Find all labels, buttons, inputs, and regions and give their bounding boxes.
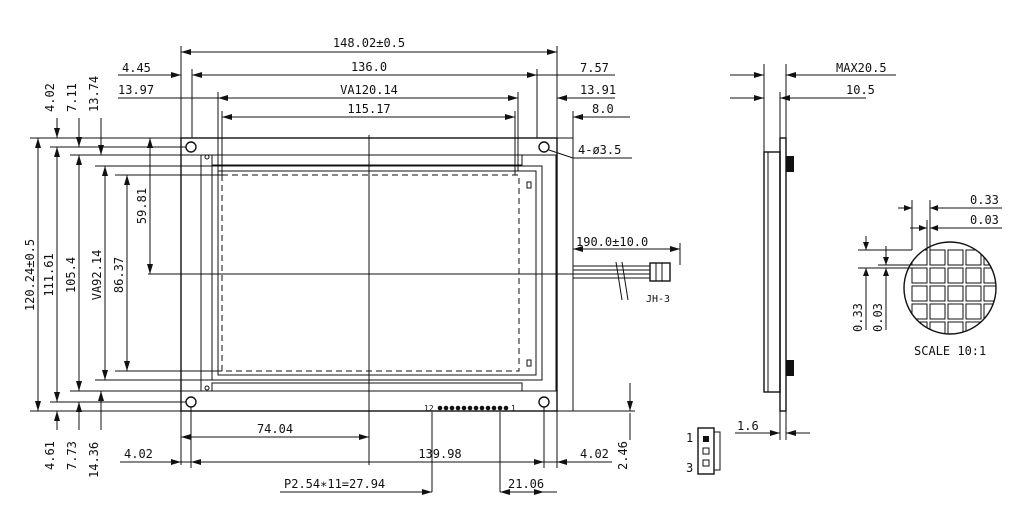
dim-pcb-height: 111.61: [42, 253, 56, 296]
pin-label-right: 1: [511, 404, 516, 413]
dim-cable-length: 190.0±10.0: [576, 235, 648, 249]
dim-overall-height: 120.24±0.5: [23, 239, 37, 311]
dim-dot-size: 0.33: [970, 193, 999, 207]
dim-aa-height: 86.37: [112, 257, 126, 293]
front-view: 12 1 JH-3: [23, 36, 681, 495]
marker-dot-bottom: [204, 385, 210, 391]
dim-left-offset-1: 4.45: [122, 61, 151, 75]
side-component-bottom: [786, 360, 794, 376]
dim-bottom-hole-right: 4.02: [580, 447, 609, 461]
dim-top-left-2: 7.11: [65, 83, 79, 112]
lcd-frame: [200, 154, 557, 392]
lcd-glass: [211, 165, 543, 381]
side-view: [730, 64, 896, 440]
marker-dot-top: [204, 154, 210, 160]
bottom-strip: [211, 382, 523, 392]
left-dimensions: [30, 118, 222, 430]
dim-left-offset-2: 13.97: [118, 83, 154, 97]
pixel-detail: [858, 200, 1002, 335]
dim-v-dot-gap: 0.03: [871, 303, 885, 332]
dim-bottom-hole-left: 4.02: [124, 447, 153, 461]
dim-v-dot-size: 0.33: [851, 303, 865, 332]
dim-right-offset-2: 13.91: [580, 83, 616, 97]
dim-overall-width: 148.02±0.5: [333, 36, 405, 50]
magnifier-circle: [903, 241, 997, 335]
dim-pin-pitch: P2.54∗11=27.94: [284, 477, 385, 491]
dim-pin-offset: 21.06: [508, 477, 544, 491]
dim-frame-height: 105.4: [64, 257, 78, 293]
connector-pin-1: 1: [686, 431, 693, 445]
dim-va-width: VA120.14: [340, 83, 398, 97]
dim-pcb-thickness: 1.6: [737, 419, 759, 433]
side-lcd-body: [763, 151, 781, 393]
connector-pin-3: 3: [686, 461, 693, 475]
dim-bottom-left-1: 4.61: [43, 441, 57, 470]
top-strip: [211, 154, 523, 166]
top-dimensions: [118, 46, 632, 175]
side-component-top: [786, 156, 794, 172]
dim-right-offset-3: 8.0: [592, 102, 614, 116]
bottom-dimensions: [120, 383, 635, 495]
dim-center-height: 59.81: [135, 188, 149, 224]
mount-hole-bl: [185, 396, 197, 408]
connector-detail: [697, 427, 721, 475]
mount-hole-br: [538, 396, 550, 408]
cable: [573, 261, 671, 301]
dim-pcb-width: 136.0: [351, 60, 387, 74]
pin-header: [437, 405, 509, 411]
dim-bottom-left-2: 7.73: [65, 441, 79, 470]
viewing-area: [217, 170, 537, 376]
dim-thickness: 10.5: [846, 83, 875, 97]
marker-bottom: [526, 359, 532, 367]
dim-bottom-left-3: 14.36: [87, 442, 101, 478]
dim-aa-width: 115.17: [347, 102, 390, 116]
scale-label: SCALE 10:1: [914, 344, 986, 358]
dim-right-offset-1: 7.57: [580, 61, 609, 75]
connector-name: JH-3: [646, 294, 670, 305]
dim-top-left-3: 13.74: [87, 76, 101, 112]
dim-hole-span: 139.98: [418, 447, 461, 461]
dim-bottom-right-v: 2.46: [616, 441, 630, 470]
marker-top: [526, 181, 532, 189]
dim-va-height: VA92.14: [90, 250, 104, 301]
dim-top-left-1: 4.02: [43, 83, 57, 112]
dim-center-x: 74.04: [257, 422, 293, 436]
dim-max-thickness: MAX20.5: [836, 61, 887, 75]
side-pcb: [779, 137, 787, 412]
dim-mount-holes: 4-ø3.5: [578, 143, 621, 157]
mount-hole-tl: [185, 141, 197, 153]
dim-dot-gap: 0.03: [970, 213, 999, 227]
mount-hole-tr: [538, 141, 550, 153]
active-area: [221, 174, 520, 372]
pin-label-left: 12: [424, 404, 434, 413]
